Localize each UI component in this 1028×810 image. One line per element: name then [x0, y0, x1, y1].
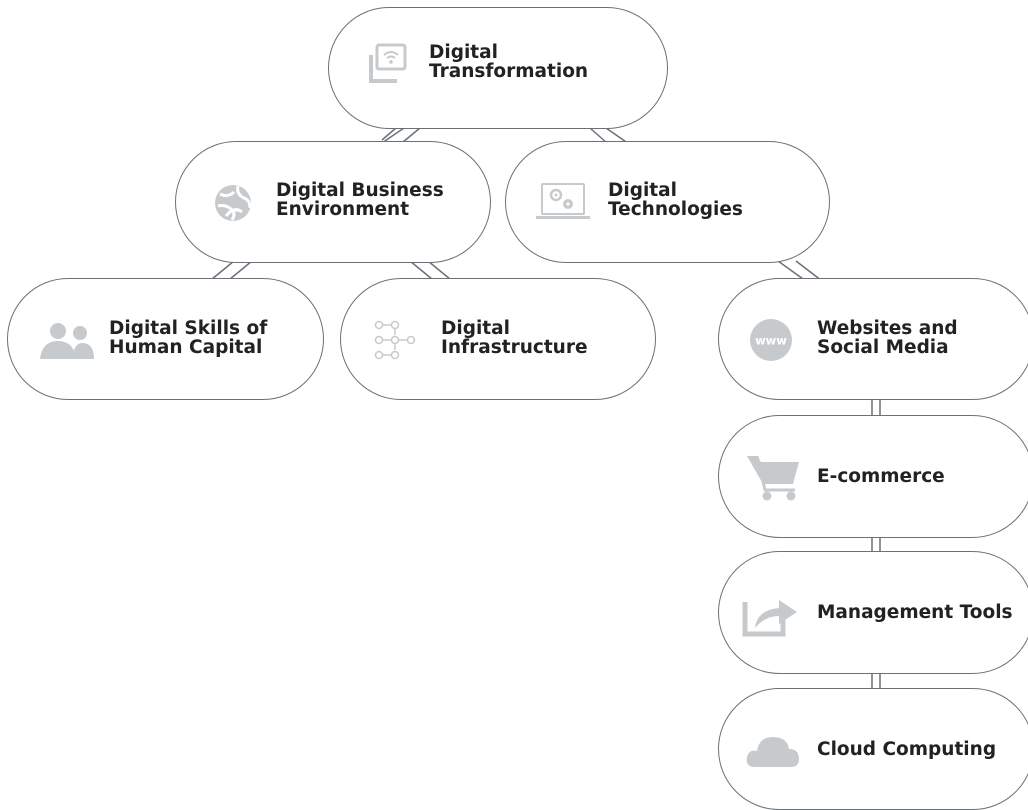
label-line-2: Technologies [608, 199, 743, 220]
label-line-2: Infrastructure [441, 337, 588, 358]
node-digital-skills: Digital Skills of Human Capital [7, 278, 324, 400]
label-line-1: Digital [429, 42, 498, 63]
people-icon [40, 323, 94, 359]
label-line-2: Social Media [817, 337, 949, 358]
node-digital-technologies: Digital Technologies [505, 141, 830, 263]
label-line-1: Digital [441, 318, 510, 339]
node-management-tools: Management Tools [718, 551, 1028, 674]
node-label: Digital Technologies [608, 181, 743, 219]
node-label: Digital Business Environment [276, 181, 444, 219]
label-line-2: Human Capital [109, 337, 263, 358]
node-label: Management Tools [817, 603, 1013, 622]
www-icon: www [750, 319, 792, 361]
www-icon-text: www [755, 334, 787, 348]
wifi-window-icon [369, 43, 407, 83]
cart-icon [747, 455, 799, 501]
node-digital-business-environment: Digital Business Environment [175, 141, 491, 263]
label-line-1: Digital Skills of [109, 318, 268, 339]
node-label: Digital Infrastructure [441, 319, 588, 357]
cloud-icon [746, 737, 799, 767]
node-digital-infrastructure: Digital Infrastructure [340, 278, 656, 400]
node-label: Digital Transformation [429, 43, 588, 81]
share-arrow-icon [742, 600, 797, 637]
laptop-gears-icon [536, 183, 590, 219]
node-e-commerce: E-commerce [718, 415, 1028, 538]
network-icon [374, 320, 416, 360]
label-line-1: Digital [608, 180, 677, 201]
node-label: Cloud Computing [817, 740, 996, 759]
node-label: E-commerce [817, 467, 945, 486]
label-line-2: Environment [276, 199, 410, 220]
label-line-1: Digital Business [276, 180, 444, 201]
label-line-1: Websites and [817, 318, 958, 339]
label-line-1: Management Tools [817, 602, 1013, 623]
node-digital-transformation: Digital Transformation [328, 7, 668, 129]
label-line-1: E-commerce [817, 466, 945, 487]
node-label: Websites and Social Media [817, 319, 958, 357]
label-line-1: Cloud Computing [817, 739, 997, 760]
globe-icon [215, 185, 252, 221]
node-websites-social-media: www Websites and Social Media [718, 278, 1028, 400]
label-line-2: Transformation [429, 61, 589, 82]
node-label: Digital Skills of Human Capital [109, 319, 267, 357]
node-cloud-computing: Cloud Computing [718, 688, 1028, 810]
